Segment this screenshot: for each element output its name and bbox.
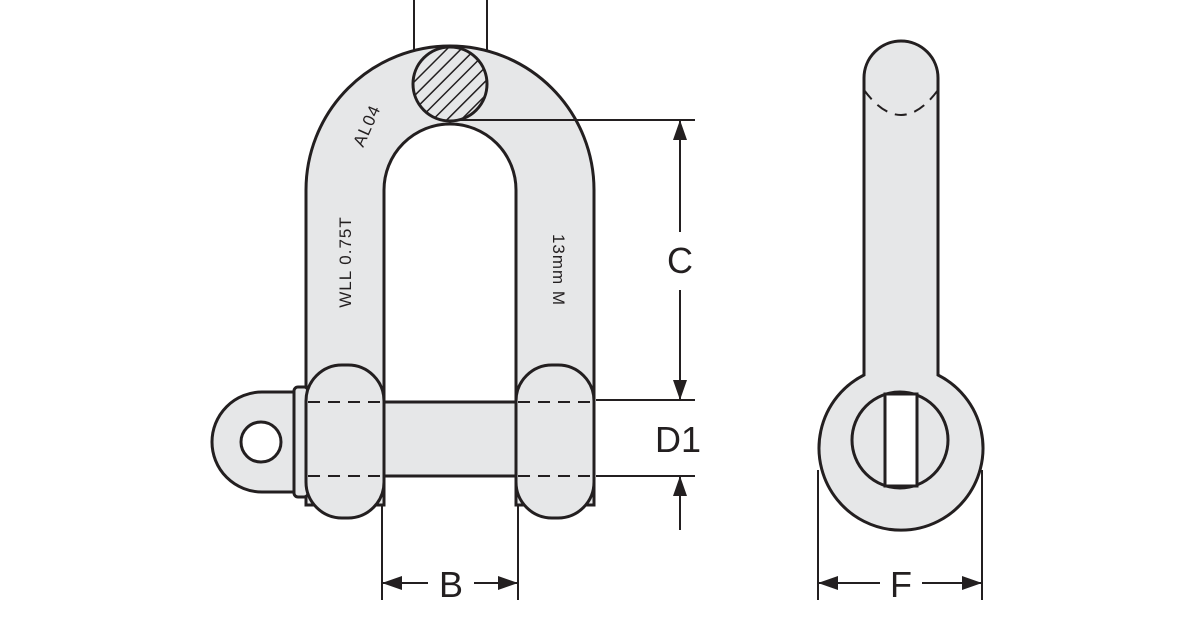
dim-c-label: C — [667, 240, 693, 281]
side-view-hidden-arc — [863, 89, 939, 116]
marking-wll: WLL 0.75T — [336, 216, 355, 308]
dim-b-arrow-right — [498, 576, 518, 590]
dim-f-label: F — [890, 564, 912, 605]
pin-cross-section — [411, 45, 489, 123]
dim-c-arrow-bottom — [673, 380, 687, 400]
dim-d1-label: D1 — [655, 419, 701, 460]
dim-b-arrow-left — [382, 576, 402, 590]
lug-boss-left — [304, 363, 386, 520]
lug-boss-right — [514, 363, 596, 520]
side-view-pin-slot — [883, 392, 919, 488]
pin-shank — [378, 400, 522, 478]
dim-b-label: B — [439, 564, 463, 605]
pin-eye-hole — [239, 420, 283, 464]
dim-f-arrow-right — [962, 576, 982, 590]
dim-c-arrow-top — [673, 120, 687, 140]
side-view-body — [817, 39, 985, 532]
marking-size: 13mm M — [549, 234, 568, 306]
dim-d1-arrow — [673, 476, 687, 496]
dim-f-arrow-left — [818, 576, 838, 590]
